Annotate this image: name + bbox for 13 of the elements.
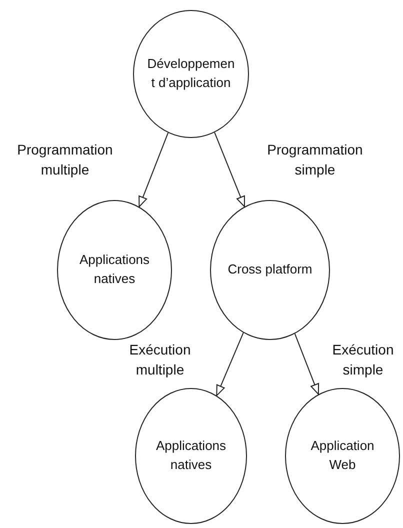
- node-label: Développement d’application: [147, 55, 235, 92]
- node-label: Applications natives: [154, 437, 228, 474]
- arrow: [216, 332, 244, 396]
- arrow: [138, 132, 169, 208]
- edge-label: Exécution simple: [331, 340, 395, 380]
- arrow: [214, 132, 245, 208]
- arrow: [294, 333, 320, 395]
- edge-label: Exécution multiple: [128, 340, 192, 380]
- node-label: Application Web: [310, 437, 376, 474]
- edge-label: Programmation multiple: [16, 140, 114, 180]
- edge-label: Programmation simple: [266, 140, 364, 180]
- node-label: Applications natives: [78, 251, 151, 288]
- node-label: Cross platform: [226, 260, 314, 279]
